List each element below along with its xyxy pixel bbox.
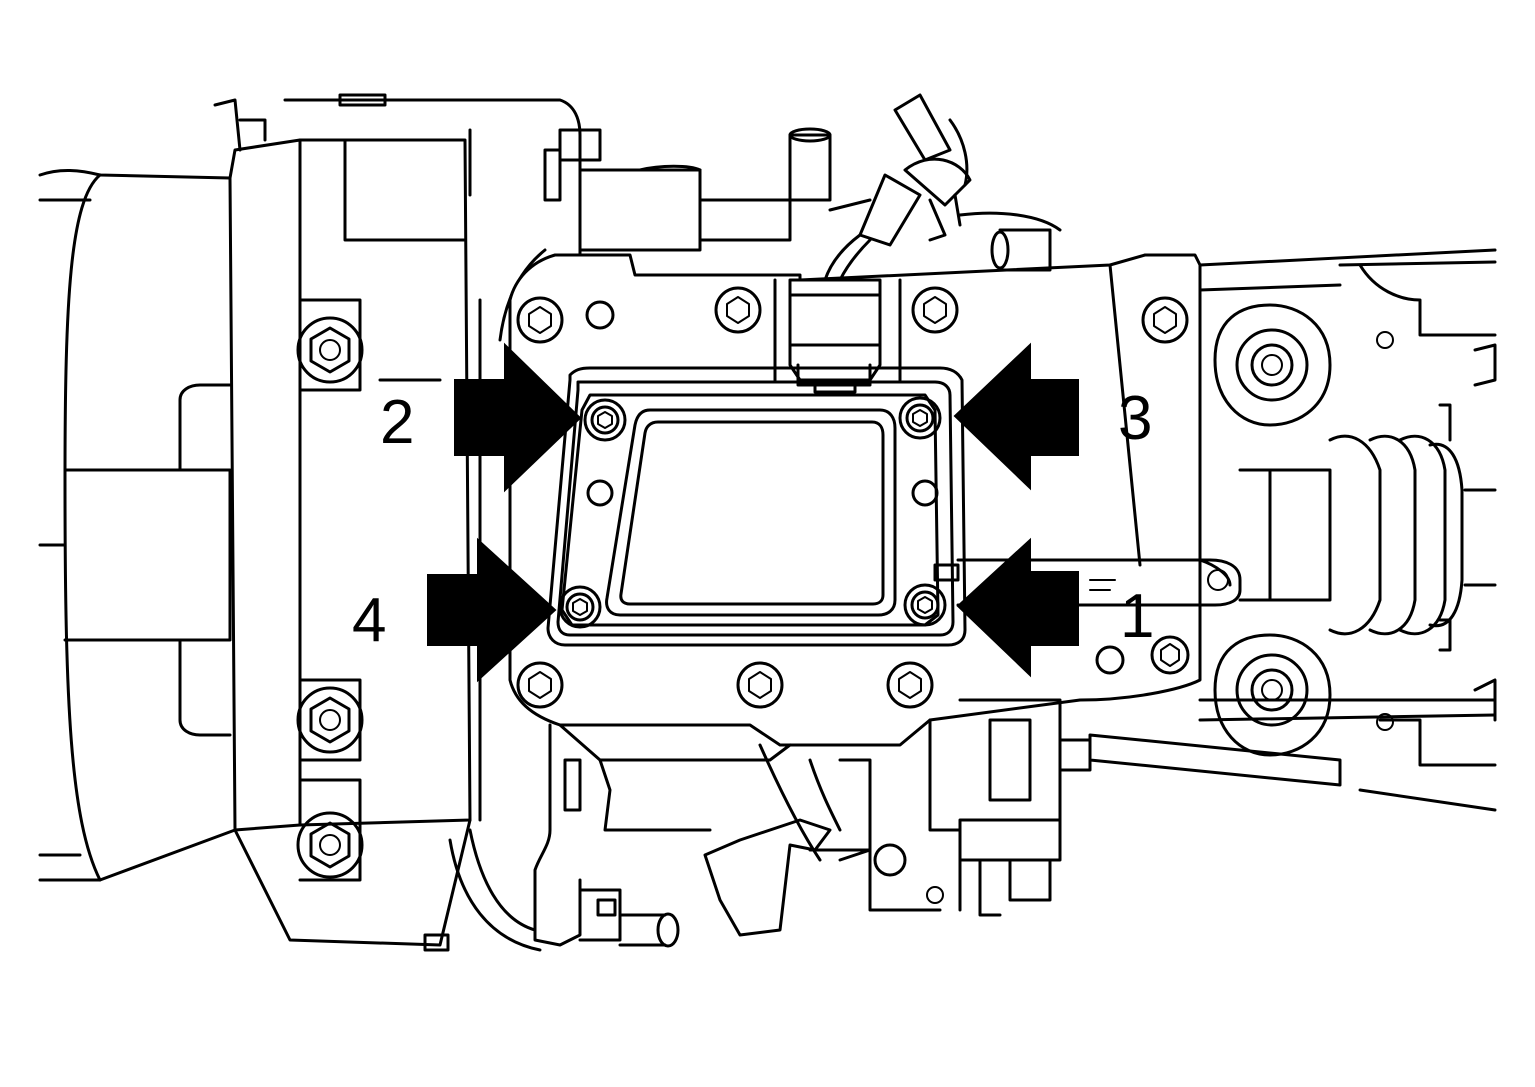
upper-mount-bushing [1213,303,1332,427]
arrow-callout-1 [956,537,1079,678]
module-hole-left [586,479,614,507]
module-bolts [558,396,947,629]
lower-mount-bushing [1213,633,1332,757]
lower-case [448,211,1092,952]
module-bolt-2 [583,398,627,442]
sensor-harness [823,93,972,282]
callout-arrows [427,342,1079,683]
hex-bolt-upper-left [296,316,364,384]
right-mounts [1213,303,1332,757]
plate-bolt-6 [736,661,784,709]
hex-bolt-lower-left [296,811,364,879]
plate-bolts [516,286,1190,709]
plate-bolt-5 [516,661,564,709]
module-bolt-1 [903,583,947,627]
callout-label-3: 3 [1118,384,1153,453]
module-bolt-3 [898,396,942,440]
output-shaft [1238,403,1497,652]
module-hole-right [911,479,939,507]
module-connector [788,278,882,394]
plate-bolt-1 [516,296,564,344]
hex-bolt-middle-left [296,686,364,754]
module-bolt-4 [558,585,602,629]
plate-bolt-8 [1150,635,1190,675]
left-housing-bolts [296,316,364,879]
right-linkage [1088,248,1497,812]
arrow-callout-2 [454,342,582,493]
callout-label-4: 4 [352,586,387,655]
callout-label-2: 2 [380,388,415,457]
plate-hole-1 [585,300,615,330]
callout-label-1: 1 [1120,582,1155,651]
plate-hole-2 [1095,645,1125,675]
plate-bolt-3 [911,286,959,334]
plate-bolt-7 [886,661,934,709]
arrow-callout-4 [427,537,557,683]
plate-bolt-4 [1141,296,1189,344]
arrow-callout-3 [953,342,1079,491]
plate-bolt-2 [714,286,762,334]
callout-leaders [382,379,1116,591]
